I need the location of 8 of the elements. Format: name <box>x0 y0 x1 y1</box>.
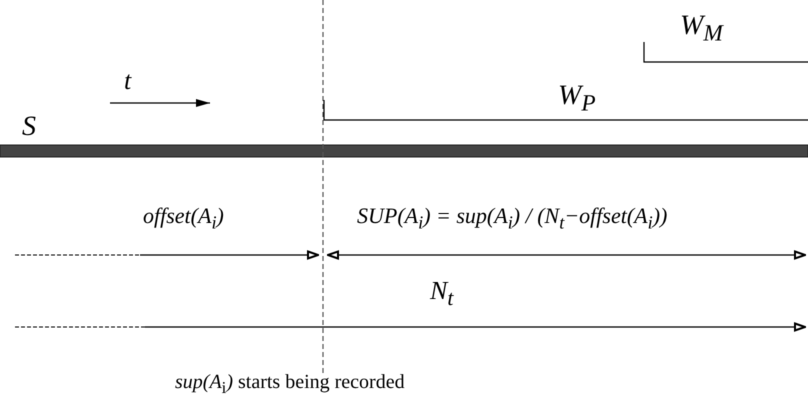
formula-label: offset(A$_{i}$) <box>143 205 224 232</box>
caption-text: sup(A$_{i}$) starts being recorded <box>175 372 405 397</box>
formula-label: SUP(A$_{i}$) = sup(A$_{i}$) / (N$_{t}$−offset(A$_{i}$)) <box>357 205 668 232</box>
window-label: W$_{M}$ <box>680 12 723 46</box>
time-label: t <box>124 68 132 94</box>
stream-label: S <box>22 113 36 141</box>
window-label: W$_{P}$ <box>558 82 596 116</box>
count-label: N$_{t}$ <box>430 278 454 310</box>
